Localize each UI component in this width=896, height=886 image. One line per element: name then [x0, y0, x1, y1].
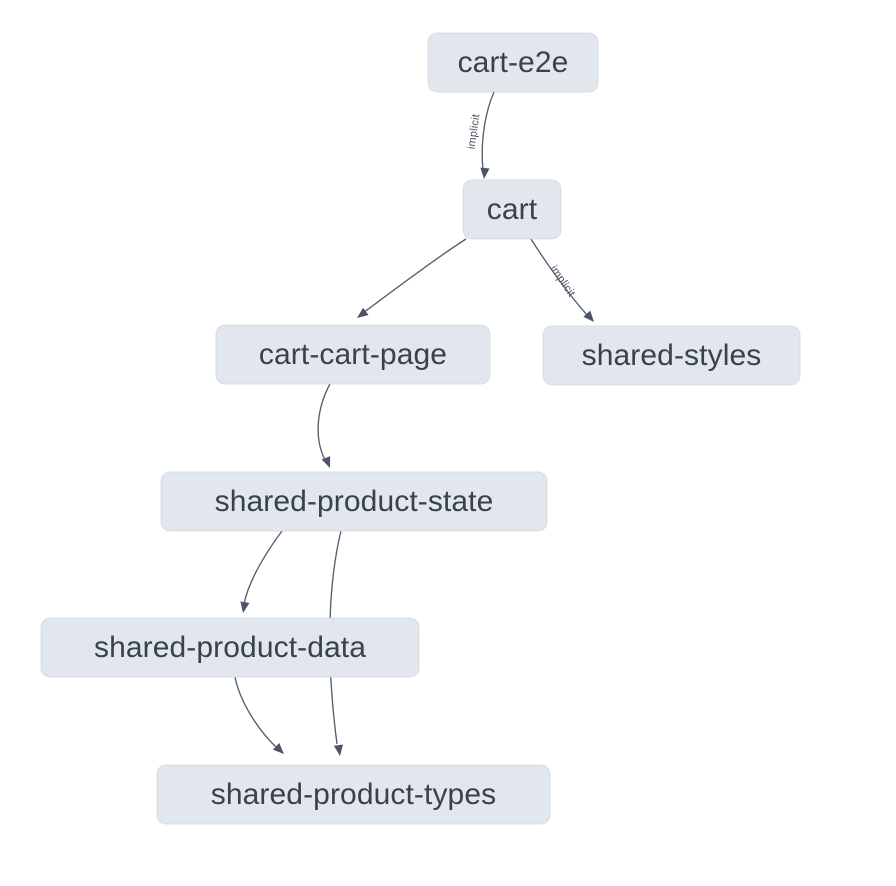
edge-line [243, 530, 283, 605]
edge-line [481, 91, 495, 171]
edge-arrowhead [321, 456, 331, 468]
graph-edge [357, 238, 467, 318]
node-label: shared-product-data [93, 630, 367, 664]
edge-line [530, 238, 589, 317]
graph-node-shared-product-state[interactable]: shared-product-state [161, 472, 547, 531]
node-label: cart-cart-page [258, 337, 448, 371]
edge-arrowhead [333, 744, 344, 756]
edge-label-implicit: implicit [466, 113, 483, 150]
edge-line [362, 238, 467, 314]
edge-line [317, 383, 331, 461]
node-label: cart-e2e [457, 45, 569, 79]
graph-edge: implicit [530, 238, 594, 322]
graph-node-cart[interactable]: cart [463, 180, 561, 239]
node-label: cart [486, 192, 538, 226]
edge-arrowhead [357, 307, 369, 318]
graph-edge [234, 676, 284, 754]
graph-edge [317, 383, 331, 468]
node-label: shared-product-types [210, 777, 497, 811]
edge-label-implicit: implicit [548, 263, 578, 299]
edge-line [234, 676, 278, 749]
graph-node-cart-e2e[interactable]: cart-e2e [428, 33, 598, 92]
edge-arrowhead [240, 601, 250, 613]
edge-arrowhead [272, 743, 284, 754]
edge-arrowhead [480, 167, 490, 179]
graph-node-shared-product-types[interactable]: shared-product-types [157, 765, 550, 824]
edge-arrowhead [583, 310, 594, 322]
node-label: shared-styles [581, 338, 762, 372]
graph-node-shared-styles[interactable]: shared-styles [543, 326, 800, 385]
graph-edge: implicit [466, 91, 495, 179]
graph-edge [240, 530, 283, 613]
graph-node-cart-cart-page[interactable]: cart-cart-page [216, 325, 490, 384]
graph-node-shared-product-data[interactable]: shared-product-data [41, 618, 419, 677]
node-label: shared-product-state [214, 484, 494, 518]
